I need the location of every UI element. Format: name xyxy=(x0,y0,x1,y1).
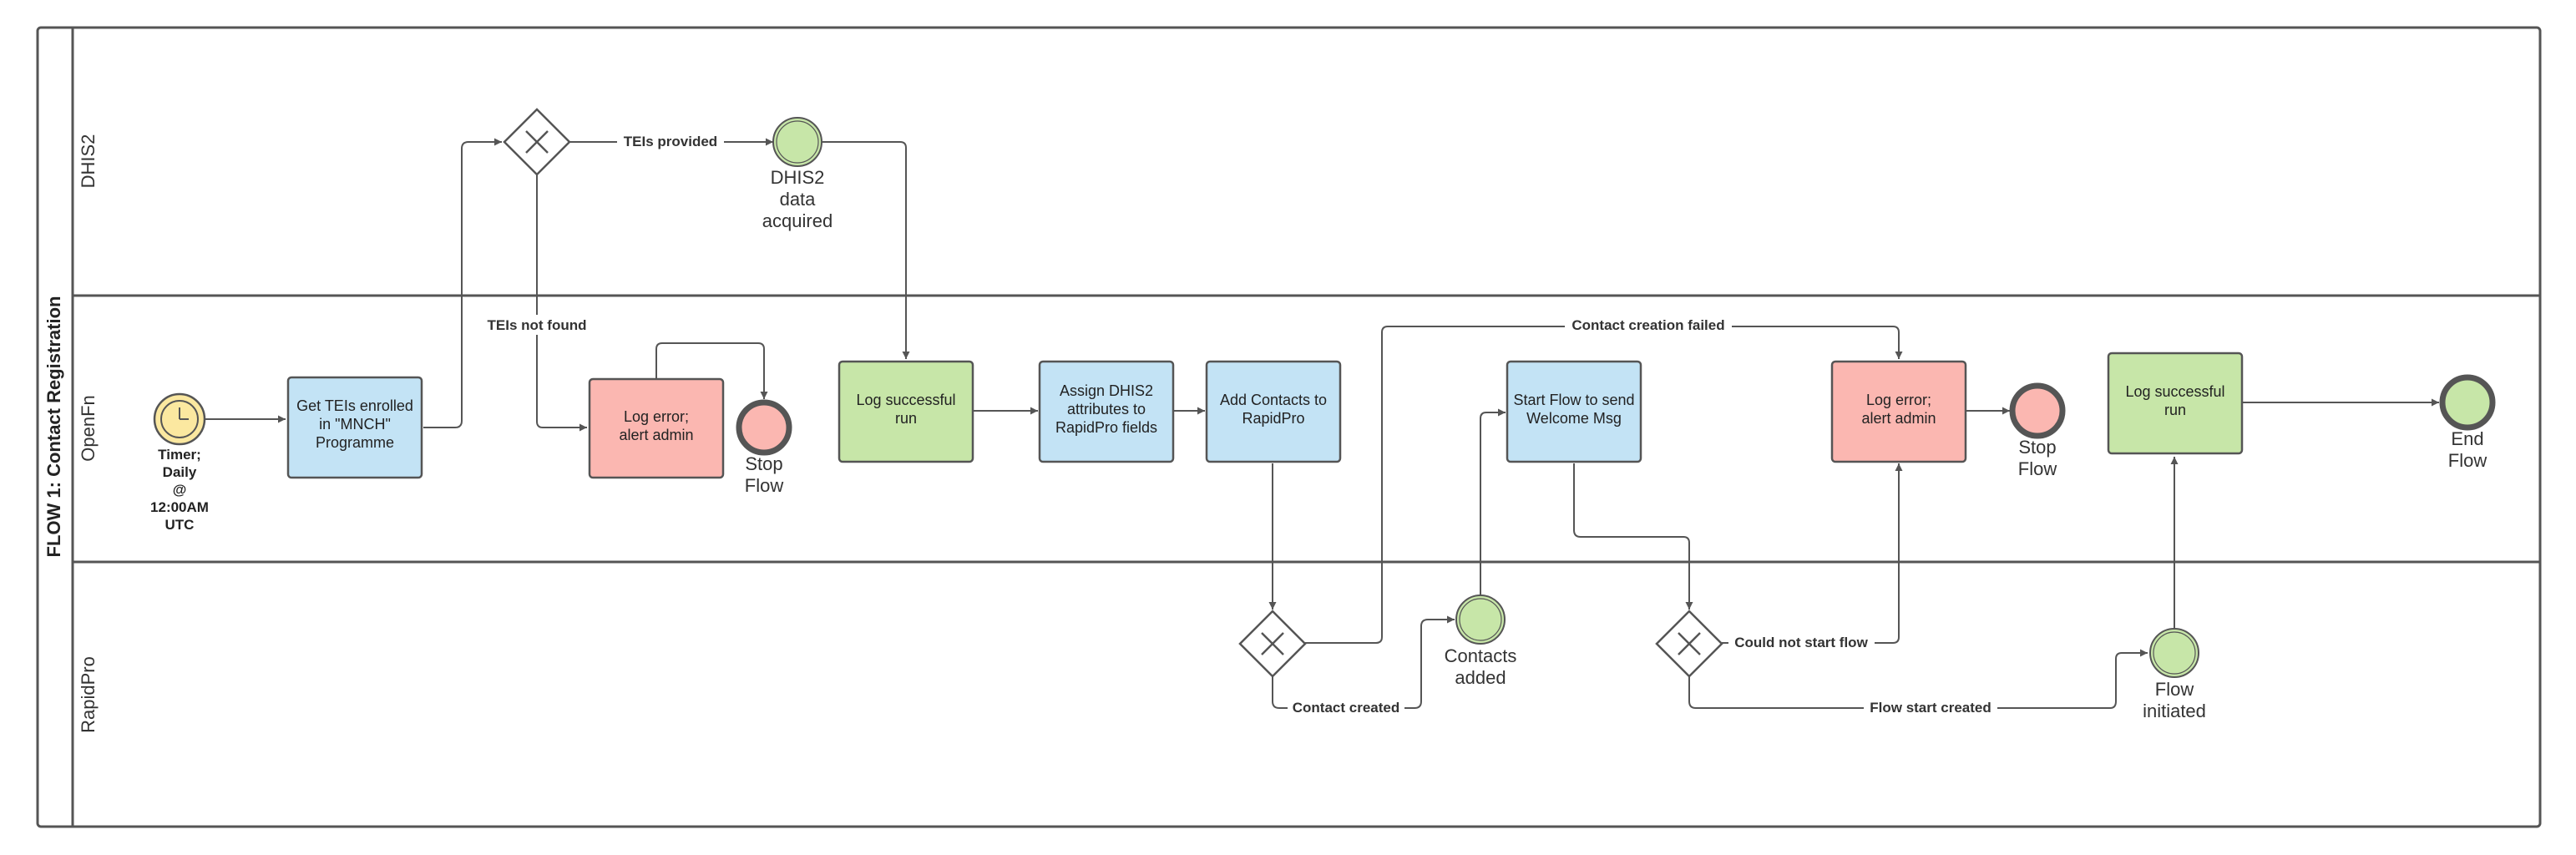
task-line: run xyxy=(895,410,917,427)
edge-teis-not-found xyxy=(536,173,587,432)
task-log-success-1[interactable]: Log successful run xyxy=(838,360,974,463)
event-flow-initiated[interactable]: Flow initiated xyxy=(2143,628,2206,721)
lane-label-openfn: OpenFn xyxy=(78,395,99,462)
edge-contact-created xyxy=(1272,615,1455,709)
clock-icon xyxy=(160,400,199,438)
task-assign-attributes[interactable]: Assign DHIS2 attributes to RapidPro fiel… xyxy=(1038,360,1175,463)
task-line: Get TEIs enrolled xyxy=(296,397,413,414)
event-label: Flow xyxy=(2448,450,2487,471)
task-line: RapidPro xyxy=(1242,410,1304,427)
lane-label-rapidpro: RapidPro xyxy=(78,656,99,733)
edge-label-teis-provided: TEIs provided xyxy=(624,134,717,149)
event-stop-flow-2[interactable]: Stop Flow xyxy=(2009,382,2066,479)
task-log-error-2[interactable]: Log error; alert admin xyxy=(1830,360,1967,463)
task-line: Log successful xyxy=(856,392,955,408)
gateway-contacts[interactable] xyxy=(1238,610,1307,678)
event-label: DHIS2 xyxy=(771,167,825,188)
task-get-teis[interactable]: Get TEIs enrolled in "MNCH" Programme xyxy=(286,376,423,479)
task-add-contacts[interactable]: Add Contacts to RapidPro xyxy=(1205,360,1342,463)
event-label: Stop xyxy=(745,453,782,474)
edge-dhis2-to-log-success xyxy=(822,141,910,359)
task-line: Welcome Msg xyxy=(1526,410,1622,427)
edge-labels: TEIs provided TEIs not found Contact cre… xyxy=(483,131,1997,717)
task-line: alert admin xyxy=(1861,410,1936,427)
task-line: Log successful xyxy=(2125,383,2224,400)
event-stop-flow-1[interactable]: Stop Flow xyxy=(736,399,792,496)
task-line: Start Flow to send xyxy=(1513,392,1634,408)
task-log-error-1[interactable]: Log error; alert admin xyxy=(588,377,725,479)
edge-label-contact-created: Contact created xyxy=(1293,700,1399,716)
edge-log-error-to-stop xyxy=(655,342,768,399)
event-label: Stop xyxy=(2018,437,2056,458)
edge-contact-creation-failed xyxy=(1304,326,1903,644)
task-line: Assign DHIS2 xyxy=(1060,382,1153,399)
task-line: Log error; xyxy=(1866,392,1931,408)
pool-title: FLOW 1: Contact Registration xyxy=(43,296,64,558)
event-dhis2-data-acquired[interactable]: DHIS2 data acquired xyxy=(762,117,833,231)
task-line: alert admin xyxy=(619,427,693,443)
event-label: @ xyxy=(173,482,187,498)
task-line: RapidPro fields xyxy=(1055,419,1157,436)
task-line: run xyxy=(2164,402,2186,418)
event-label: added xyxy=(1455,667,1506,688)
event-label: Contacts xyxy=(1445,645,1517,666)
task-line: Add Contacts to xyxy=(1220,392,1327,408)
event-end-flow[interactable]: End Flow xyxy=(2439,374,2496,471)
event-label: data xyxy=(780,189,817,210)
exclusive-gateway-x-icon xyxy=(1678,632,1701,655)
task-start-flow[interactable]: Start Flow to send Welcome Msg xyxy=(1506,360,1642,463)
exclusive-gateway-x-icon xyxy=(525,130,549,154)
event-timer-start[interactable]: Timer; Daily @ 12:00AM UTC xyxy=(150,392,209,533)
event-label: Flow xyxy=(2018,458,2057,479)
event-label: acquired xyxy=(762,210,833,231)
event-label: initiated xyxy=(2143,701,2206,721)
event-contacts-added[interactable]: Contacts added xyxy=(1445,594,1517,688)
task-line: Programme xyxy=(316,434,394,451)
edge-flow-start-created xyxy=(1688,649,2148,709)
event-label: Timer; xyxy=(158,447,201,463)
edge-label-flow-start-created: Flow start created xyxy=(1870,700,1991,716)
lane-label-dhis2: DHIS2 xyxy=(78,134,99,189)
gateway-flow-start[interactable] xyxy=(1655,610,1723,678)
task-log-success-2[interactable]: Log successful run xyxy=(2107,352,2244,455)
edge-could-not-start-flow xyxy=(1722,463,1903,644)
task-line: attributes to xyxy=(1067,401,1146,417)
edge-label-could-not-start-flow: Could not start flow xyxy=(1734,635,1868,650)
edge-contacts-added-to-start-flow xyxy=(1480,408,1506,594)
edge-get-teis-to-gateway xyxy=(423,138,502,428)
exclusive-gateway-x-icon xyxy=(1261,632,1284,655)
task-line: Log error; xyxy=(624,408,689,425)
event-label: Flow xyxy=(745,475,784,496)
task-line: in "MNCH" xyxy=(319,416,391,433)
edge-label-contact-creation-failed: Contact creation failed xyxy=(1571,317,1724,333)
edge-start-flow-to-gateway xyxy=(1573,463,1693,610)
edge-label-teis-not-found: TEIs not found xyxy=(488,317,587,333)
event-label: UTC xyxy=(165,517,195,533)
connectors xyxy=(205,138,2439,709)
gateway-teis[interactable] xyxy=(503,108,571,176)
event-label: End xyxy=(2451,428,2483,449)
event-label: Flow xyxy=(2155,679,2194,700)
event-label: 12:00AM xyxy=(150,499,209,515)
event-label: Daily xyxy=(163,464,197,480)
